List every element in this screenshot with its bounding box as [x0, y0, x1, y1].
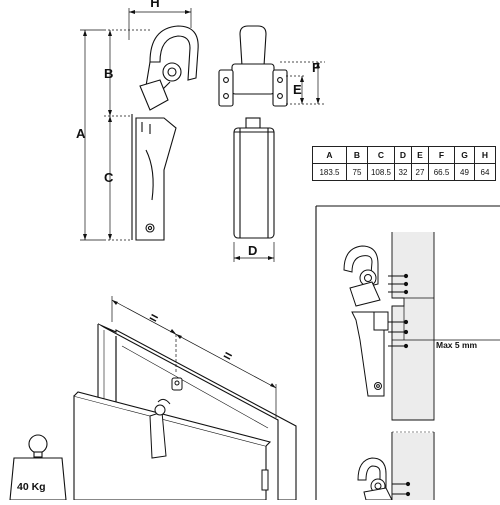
dim-label-b: B: [104, 66, 113, 81]
table-header-cell: B: [346, 146, 368, 164]
door-leaf: [73, 391, 272, 501]
dim-label-e: E: [293, 82, 302, 97]
equal-mark-1: =: [147, 309, 162, 327]
install-screws: [388, 273, 409, 349]
table-header-cell: E: [411, 146, 429, 164]
weight-label: 40 Kg: [17, 481, 46, 493]
door-closer-installed: [149, 377, 183, 459]
table-header-cell: G: [454, 146, 475, 164]
table-header-cell: F: [428, 146, 455, 164]
install-closer-upper: [343, 245, 389, 397]
table-header-cell: H: [474, 146, 496, 164]
dim-label-d: D: [248, 243, 257, 258]
closer-side-view: [131, 25, 199, 241]
table-value-cell: 75: [346, 163, 368, 181]
dim-label-a: A: [76, 126, 86, 141]
table-value-cell: 27: [411, 163, 429, 181]
table-header-cell: D: [394, 146, 412, 164]
table-value-cell: 66.5: [428, 163, 455, 181]
table-value-cell: 64: [474, 163, 496, 181]
side-view-dimensions: [80, 8, 192, 241]
equal-mark-2: =: [221, 347, 236, 365]
dim-label-c: C: [104, 170, 114, 185]
dimension-table-value-row: 183.5 75 108.5 32 27 66.5 49 64: [312, 163, 496, 181]
front-view-arrowheads: [234, 62, 320, 260]
door-spacing-arrowheads: [112, 300, 276, 388]
table-value-cell: 32: [394, 163, 412, 181]
table-header-cell: A: [312, 146, 347, 164]
table-value-cell: 183.5: [312, 163, 347, 181]
dim-label-h: H: [150, 0, 159, 10]
table-header-cell: C: [367, 146, 395, 164]
closer-front-view: [218, 25, 288, 239]
table-value-cell: 49: [454, 163, 475, 181]
max-gap-label: Max 5 mm: [436, 340, 478, 350]
max-gap-dimension: [391, 306, 500, 344]
door-equal-spacing-lines: [111, 296, 277, 418]
dim-label-f: F: [312, 60, 320, 75]
install-detail-panel: [315, 205, 500, 500]
front-view-dimensions: [233, 61, 325, 262]
install-closer-lower: [357, 457, 411, 501]
dimension-table-header-row: A B C D E F G H: [312, 146, 496, 164]
table-value-cell: 108.5: [367, 163, 395, 181]
side-view-arrowheads: [83, 10, 191, 240]
dimension-table: A B C D E F G H 183.5 75 108.5 32 27 66.…: [312, 146, 496, 181]
door-hinge: [261, 469, 269, 491]
